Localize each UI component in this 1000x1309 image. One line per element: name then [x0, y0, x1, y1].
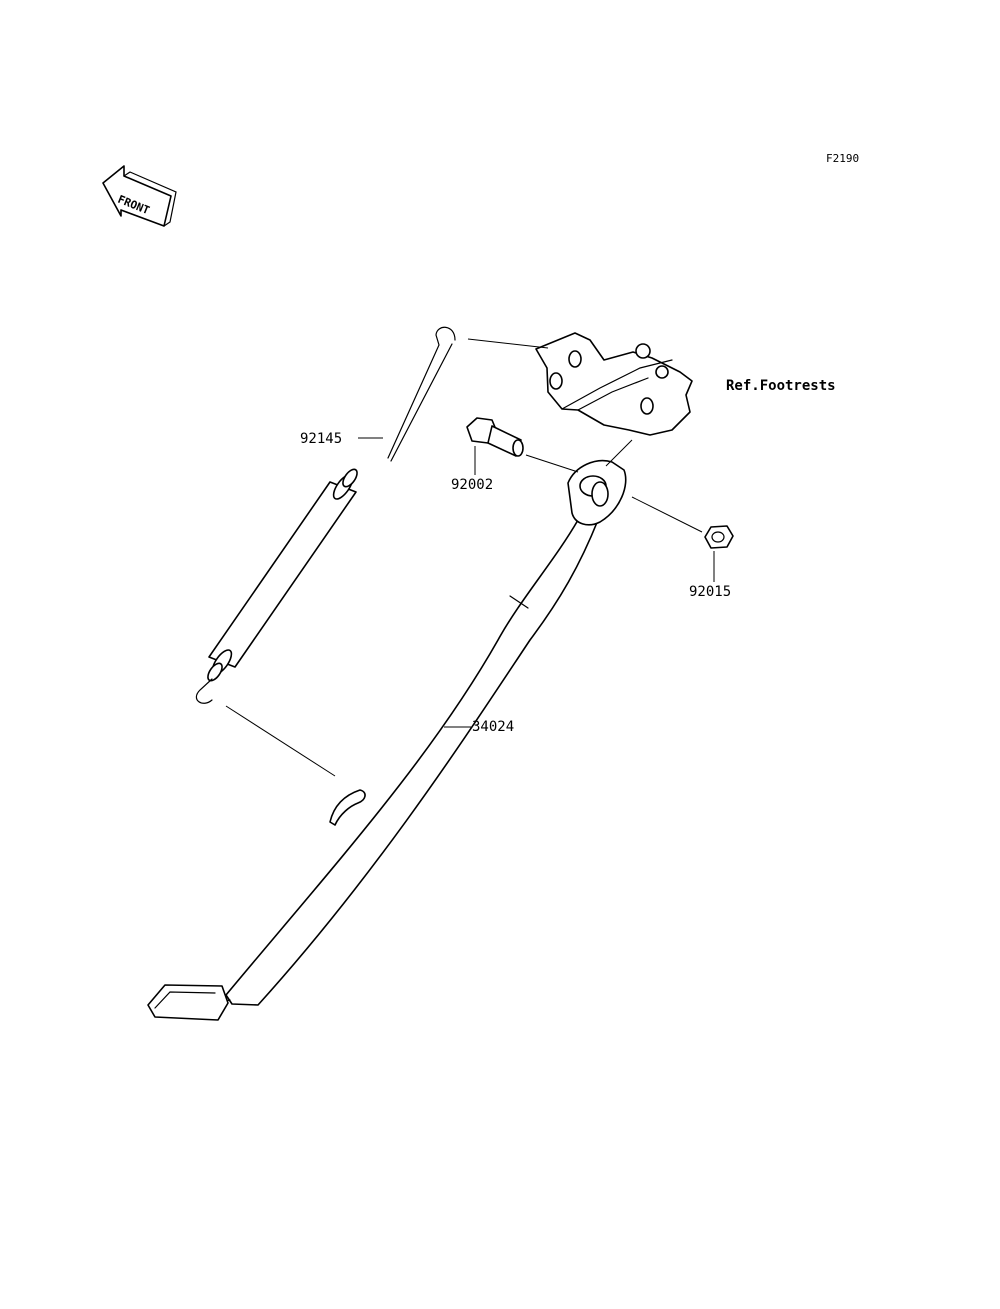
part-number-92002: 92002 — [451, 477, 493, 493]
ref-footrests-label: Ref.Footrests — [726, 378, 836, 394]
part-number-34024: 34024 — [472, 719, 514, 735]
spring-92145 — [195, 326, 456, 704]
assembly-lines — [225, 338, 703, 777]
side-stand-34024 — [147, 459, 627, 1021]
front-arrow-icon: FRONT — [102, 165, 177, 227]
callout-92015: 92015 — [689, 551, 731, 600]
footrest-bracket — [535, 332, 693, 436]
nut-92015 — [704, 525, 734, 549]
part-number-92015: 92015 — [689, 584, 731, 600]
callout-34024: 34024 — [444, 719, 514, 735]
callout-92002: 92002 — [451, 446, 493, 493]
part-number-92145: 92145 — [300, 431, 342, 447]
bolt-92002 — [466, 417, 524, 457]
callout-92145: 92145 — [300, 431, 383, 447]
diagram-code: F2190 — [826, 152, 859, 165]
